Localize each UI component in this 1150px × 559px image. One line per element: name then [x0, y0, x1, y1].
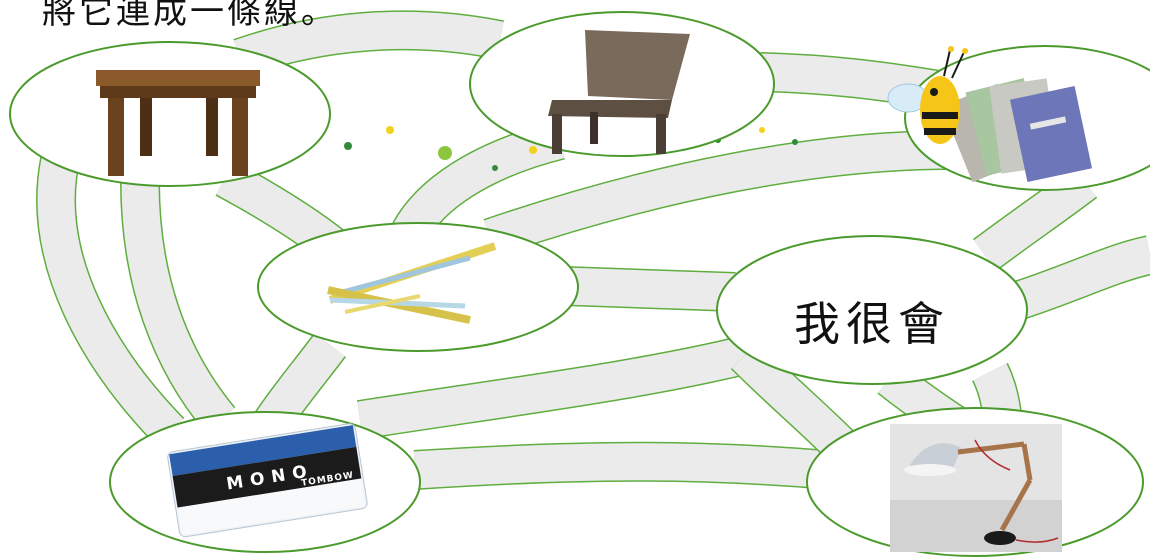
books-icon: [941, 78, 1093, 183]
eraser-icon: MONO TOMBOW: [167, 423, 368, 538]
decor-dot: [759, 127, 765, 133]
instruction-text: 將它連成一條線。: [42, 0, 338, 32]
path-band: [356, 330, 771, 440]
decor-dot: [438, 146, 452, 160]
path-band: [1013, 235, 1150, 320]
chair-icon: [548, 30, 690, 154]
bee-icon: [887, 46, 968, 144]
node-text[interactable]: 我很會: [716, 235, 1028, 385]
desk-lamp-icon: [890, 424, 1062, 552]
node-chair[interactable]: [469, 11, 775, 157]
path-band: [120, 181, 236, 433]
decor-dot: [492, 165, 498, 171]
path-band: [564, 266, 736, 312]
path-band: [413, 441, 832, 490]
node-eraser[interactable]: MONO TOMBOW: [109, 411, 421, 553]
node-table[interactable]: [9, 41, 331, 187]
path-band: [730, 340, 855, 460]
node-lamp[interactable]: [806, 407, 1144, 557]
node-text-ellipse[interactable]: [716, 235, 1028, 385]
pencils-icon: [327, 242, 497, 324]
decor-dot: [344, 142, 352, 150]
path-band: [255, 332, 346, 434]
path-band: [973, 166, 1098, 272]
decor-dot: [386, 126, 394, 134]
path-band: [36, 156, 185, 446]
path-band: [483, 130, 951, 257]
table-icon: [96, 70, 260, 176]
path-band: [233, 10, 504, 77]
node-text-label: 我很會: [794, 297, 950, 351]
decor-dot: [529, 146, 537, 154]
node-books[interactable]: [887, 45, 1150, 191]
node-pencils-ellipse[interactable]: [257, 222, 579, 352]
node-pencils[interactable]: [257, 222, 579, 352]
decor-dot: [792, 139, 798, 145]
node-table-ellipse[interactable]: [9, 41, 331, 187]
